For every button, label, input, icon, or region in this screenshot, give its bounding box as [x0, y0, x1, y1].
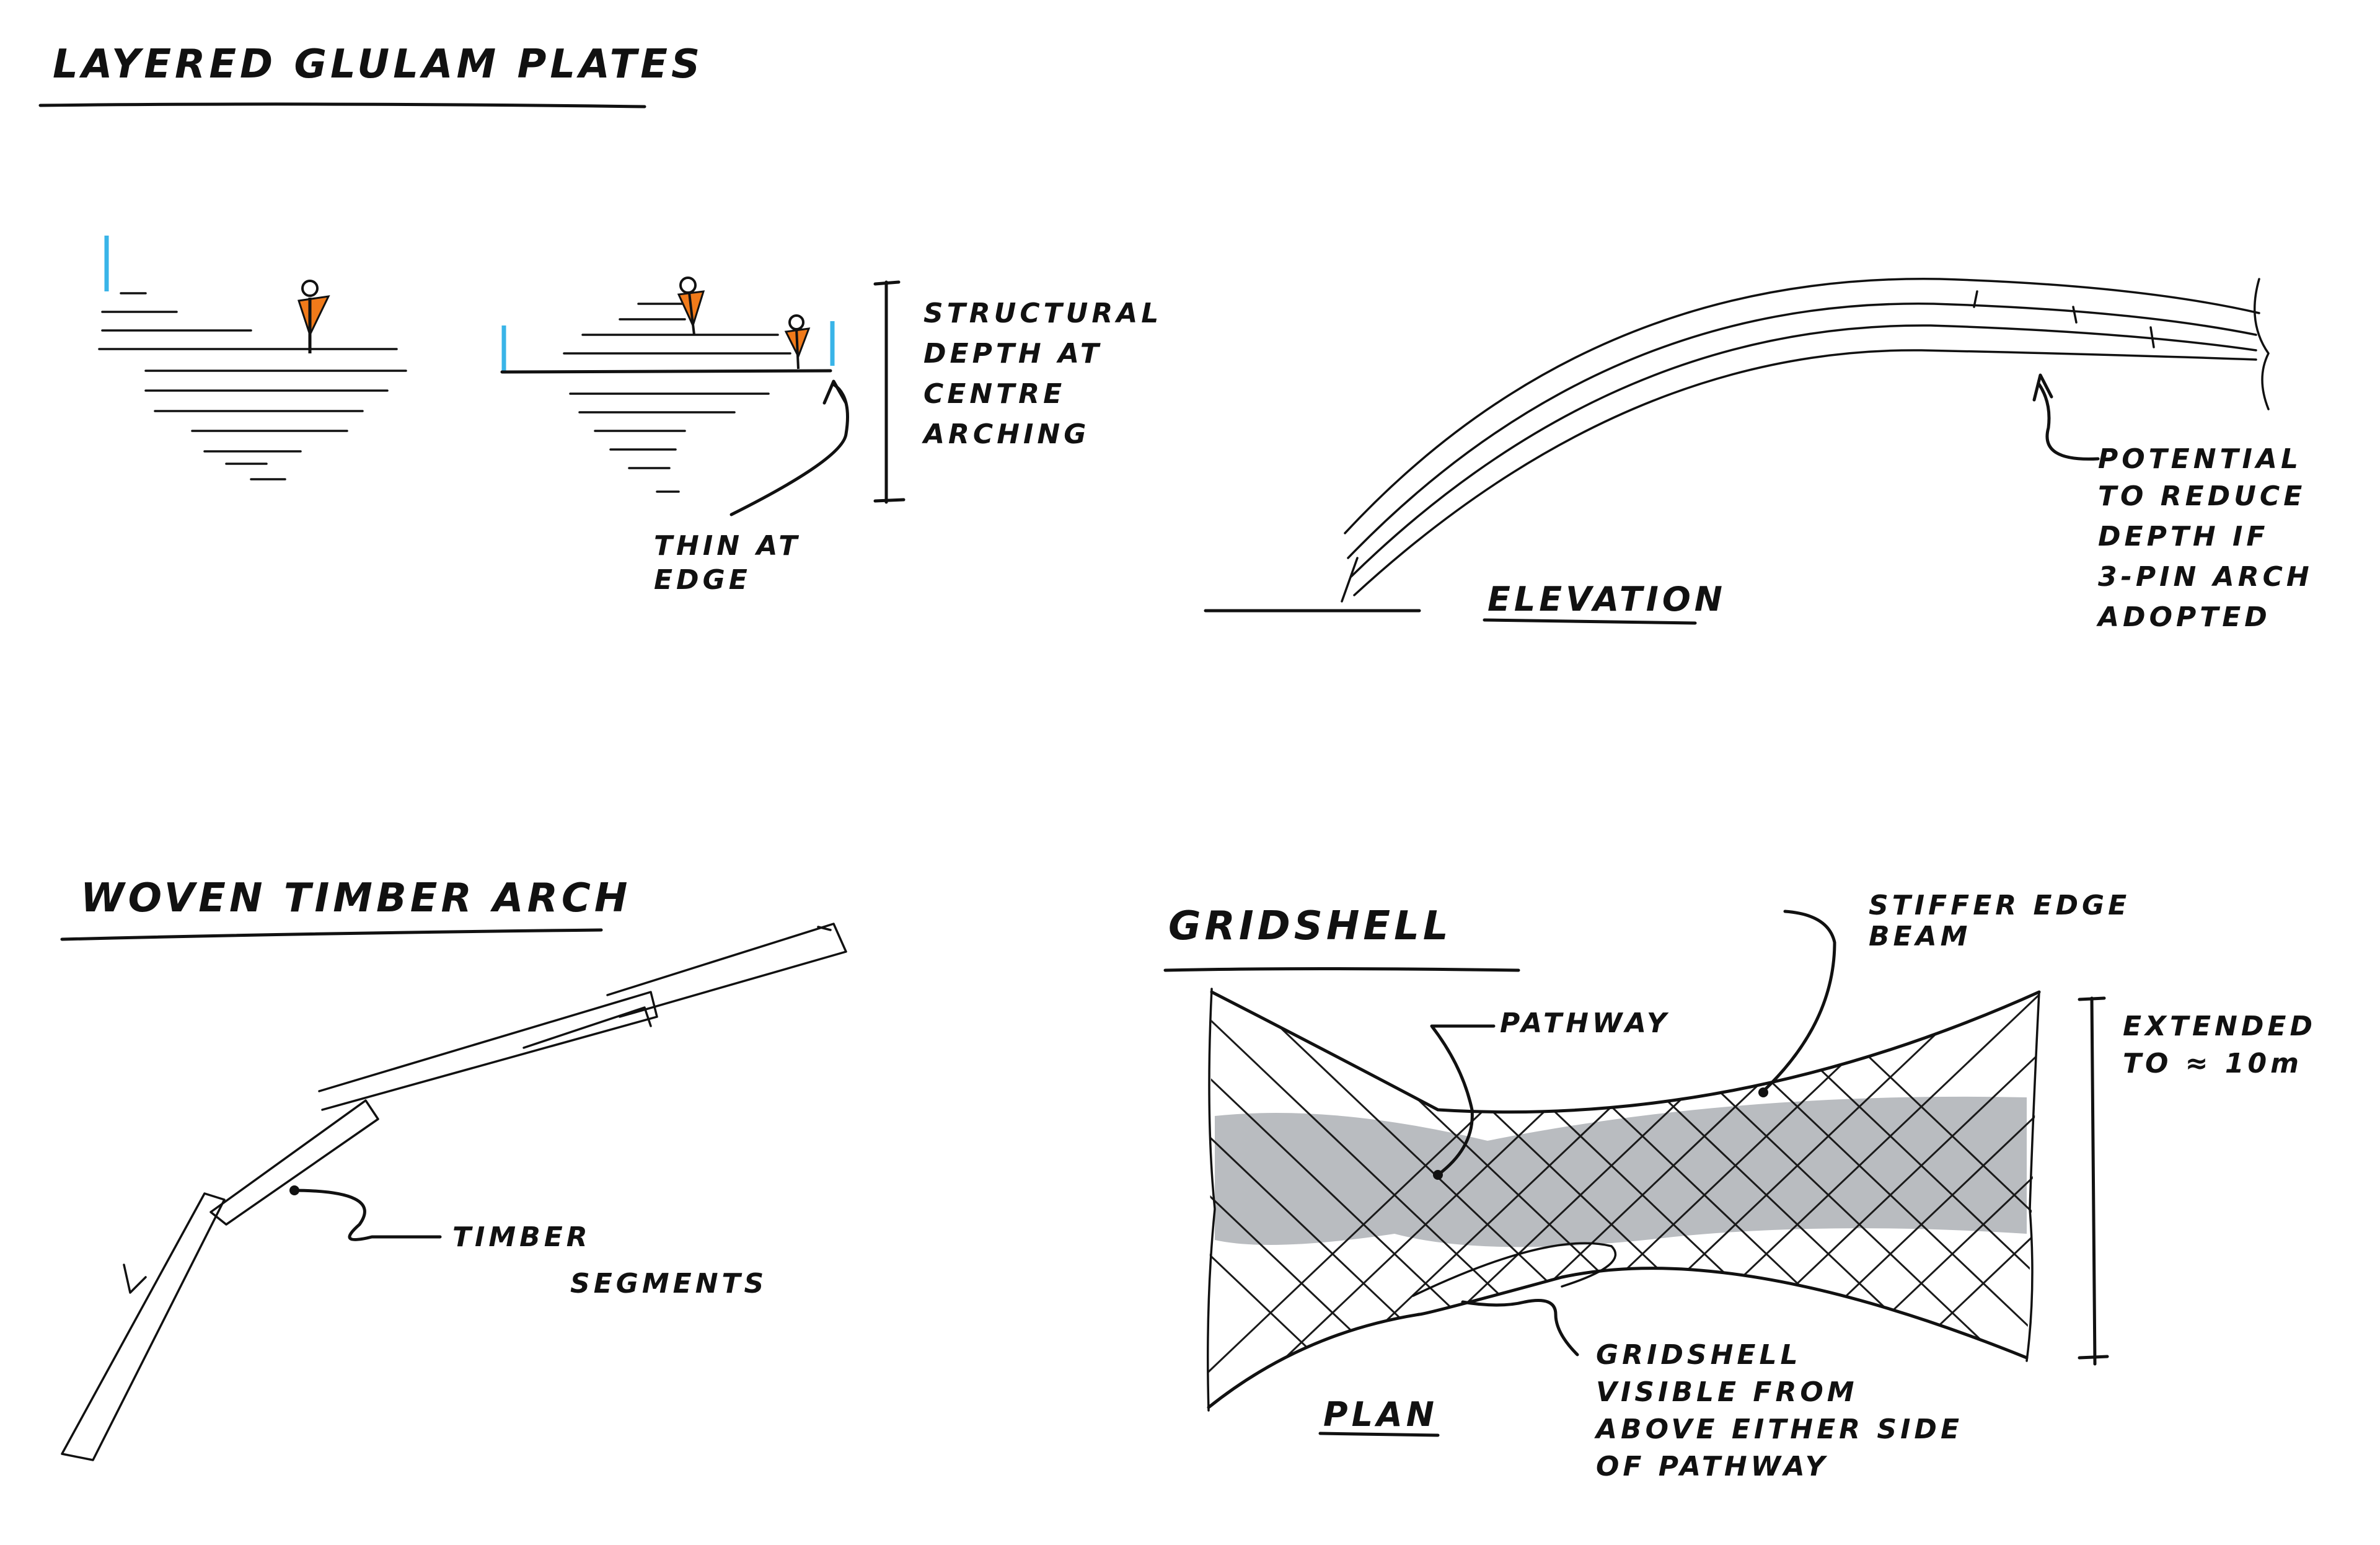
- edge-beam-label: STIFFER EDGE BEAM: [1869, 890, 2130, 952]
- layered-glulam-section: LAYERED GLULAM PLATES: [38, 42, 1162, 596]
- svg-text:EDGE: EDGE: [654, 564, 751, 596]
- person-figure: [784, 314, 811, 370]
- gridshell-fold: [1412, 1242, 1616, 1297]
- svg-text:ABOVE EITHER SIDE: ABOVE EITHER SIDE: [1594, 1414, 1963, 1445]
- svg-text:TIMBER: TIMBER: [452, 1221, 591, 1253]
- woven-arch-underline: [60, 928, 603, 941]
- potential-leader-arrow: [2037, 383, 2100, 461]
- svg-text:POTENTIAL: POTENTIAL: [2098, 443, 2302, 475]
- pathway-fill: [1215, 1096, 2027, 1247]
- plan-title: PLAN: [1323, 1395, 1438, 1434]
- svg-text:GRIDSHELL: GRIDSHELL: [1596, 1339, 1802, 1371]
- timber-segments-drawing: [61, 923, 847, 1461]
- svg-text:SEGMENTS: SEGMENTS: [570, 1268, 767, 1299]
- timber-segments-label: TIMBER SEGMENTS: [452, 1221, 767, 1299]
- glulam-stack-right: [500, 277, 835, 493]
- depth-dimension: [873, 280, 906, 504]
- arch-elevation: [1204, 278, 2270, 613]
- arrow-head-icon: [822, 379, 848, 405]
- svg-text:EXTENDED: EXTENDED: [2123, 1011, 2316, 1042]
- edge-beam-leader: [1761, 910, 1836, 1093]
- pathway-leader: [1430, 1024, 1496, 1177]
- svg-text:TO REDUCE: TO REDUCE: [2098, 480, 2306, 512]
- svg-text:TO ≈ 10m: TO ≈ 10m: [2123, 1048, 2303, 1079]
- structural-depth-label: STRUCTURAL DEPTH AT CENTRE ARCHING: [922, 298, 1162, 450]
- gridshell-visible-label: GRIDSHELL VISIBLE FROM ABOVE EITHER SIDE…: [1594, 1339, 1963, 1482]
- leader-dot-icon: [289, 1185, 299, 1195]
- leader-dot-icon: [1758, 1087, 1768, 1097]
- person-figure: [677, 277, 705, 335]
- gridshell-underline: [1163, 967, 1520, 972]
- elevation-section: ELEVATION POTENTIAL TO REDUCE DEPTH IF 3…: [1204, 278, 2313, 633]
- woven-timber-arch-section: WOVEN TIMBER ARCH TIMBER SEGMENTS: [60, 875, 847, 1461]
- visible-leader: [1461, 1299, 1579, 1357]
- thin-at-edge-label: THIN AT EDGE: [654, 530, 801, 596]
- svg-text:DEPTH AT: DEPTH AT: [923, 338, 1103, 370]
- svg-text:STRUCTURAL: STRUCTURAL: [923, 298, 1162, 329]
- arrow-head-icon: [2032, 373, 2053, 402]
- plan-underline: [1318, 1432, 1440, 1437]
- svg-text:ADOPTED: ADOPTED: [2096, 601, 2271, 633]
- stiffer-edge-beam: [1210, 990, 2041, 1114]
- segments-leader: [289, 1189, 442, 1241]
- elevation-underline: [1483, 618, 1697, 625]
- left-edge: [1207, 988, 1216, 1412]
- svg-text:CENTRE: CENTRE: [923, 378, 1065, 410]
- svg-text:ARCHING: ARCHING: [922, 418, 1090, 450]
- woven-arch-title: WOVEN TIMBER ARCH: [81, 875, 631, 921]
- svg-text:3-PIN ARCH: 3-PIN ARCH: [2098, 561, 2313, 593]
- svg-text:OF PATHWAY: OF PATHWAY: [1596, 1451, 1829, 1482]
- leader-dot-icon: [1433, 1170, 1443, 1180]
- extended-dimension: [2078, 996, 2109, 1366]
- lower-edge: [1207, 1267, 2029, 1409]
- svg-text:DEPTH IF: DEPTH IF: [2098, 521, 2268, 552]
- layered-glulam-title: LAYERED GLULAM PLATES: [53, 42, 703, 87]
- right-edge: [2025, 991, 2040, 1362]
- gridshell-section: GRIDSHELL: [1163, 890, 2316, 1482]
- elevation-title: ELEVATION: [1488, 580, 1726, 619]
- svg-text:THIN AT: THIN AT: [654, 530, 801, 562]
- extended-label: EXTENDED TO ≈ 10m: [2123, 1011, 2316, 1079]
- svg-text:BEAM: BEAM: [1869, 921, 1971, 952]
- arch-end-break: [2254, 278, 2270, 410]
- gridshell-title: GRIDSHELL: [1168, 903, 1452, 949]
- person-figure: [298, 280, 330, 353]
- title-underline: [38, 102, 646, 108]
- svg-text:VISIBLE FROM: VISIBLE FROM: [1596, 1376, 1858, 1408]
- pathway-label: PATHWAY: [1500, 1007, 1670, 1039]
- svg-text:STIFFER EDGE: STIFFER EDGE: [1869, 890, 2130, 921]
- glulam-stack-left: [98, 236, 407, 480]
- edge-leader-arrow: [729, 383, 849, 516]
- potential-reduce-label: POTENTIAL TO REDUCE DEPTH IF 3-PIN ARCH …: [2096, 443, 2313, 633]
